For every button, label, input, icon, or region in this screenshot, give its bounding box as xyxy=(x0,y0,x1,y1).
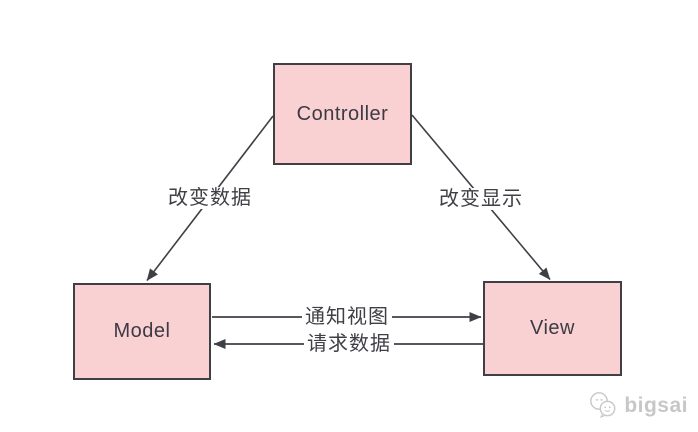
edge-label-notify-view: 通知视图 xyxy=(302,306,392,328)
edge-label-change-display: 改变显示 xyxy=(436,188,526,210)
node-view: View xyxy=(483,281,622,376)
node-controller: Controller xyxy=(273,63,412,165)
edge-label-change-data: 改变数据 xyxy=(165,187,255,209)
watermark-text: bigsai xyxy=(624,394,688,417)
node-controller-label: Controller xyxy=(296,102,389,125)
watermark: bigsai xyxy=(588,390,688,422)
node-model: Model xyxy=(73,283,211,380)
edge-label-request-data: 请求数据 xyxy=(304,333,394,355)
node-view-label: View xyxy=(530,317,575,339)
chat-bubbles-icon xyxy=(590,392,616,419)
node-model-label: Model xyxy=(113,320,171,342)
